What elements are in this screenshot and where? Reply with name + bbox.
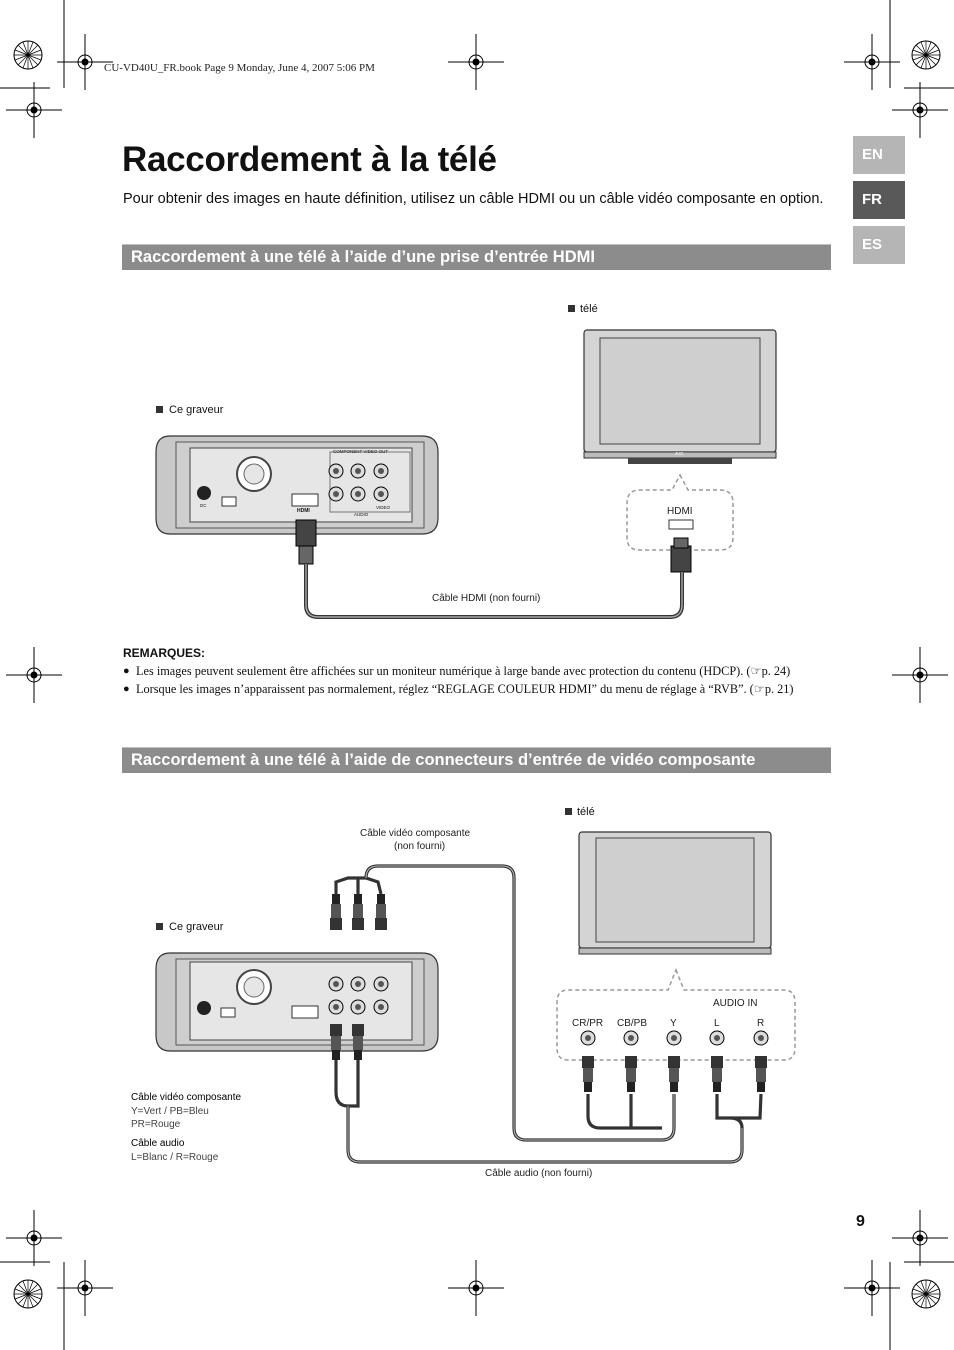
pointing-hand-icon: ☞ (750, 664, 762, 678)
remark-ref[interactable]: p. 21 (764, 682, 790, 696)
star-mark-bl (13, 1279, 43, 1309)
tv-label-component: télé (577, 806, 595, 818)
legend-component-line1: Y=Vert / PB=Bleu (131, 1106, 209, 1117)
component-cable-top-line2: (non fourni) (394, 841, 446, 852)
remarks-title: REMARQUES: (123, 646, 206, 660)
legend-audio-title: Câble audio (131, 1138, 185, 1149)
jack-label-y: Y (670, 1018, 677, 1029)
remark-text: Lorsque les images n’apparaissent pas no… (136, 682, 747, 696)
hdmi-diagram (155, 305, 777, 619)
remark-text: Les images peuvent seulement être affich… (136, 664, 744, 678)
jack-label-l: L (714, 1018, 720, 1029)
device-label-hdmi: Ce graveur (169, 404, 224, 416)
reg-mark (891, 1209, 949, 1267)
section-title-hdmi: Raccordement à une télé à l’aide d’une p… (122, 244, 831, 270)
reg-mark (56, 1259, 114, 1317)
hdmi-port-label: HDMI (667, 506, 693, 517)
intro-text: Pour obtenir des images en haute définit… (123, 191, 824, 207)
audio-in-label: AUDIO IN (713, 998, 758, 1009)
star-mark-br (911, 1279, 941, 1309)
device-label-component: Ce graveur (169, 921, 224, 933)
audio-label: AUDIO (354, 512, 369, 517)
tv-component (578, 831, 772, 955)
reg-mark (447, 33, 505, 91)
component-out-label: COMPONENT VIDEO OUT (333, 449, 389, 454)
dc-label: DC (200, 503, 207, 508)
bullet-icon: ● (123, 683, 130, 695)
tv-label-hdmi: télé (580, 303, 598, 315)
lang-tab-es[interactable]: ES (853, 226, 905, 264)
pointing-hand-icon: ☞ (753, 682, 765, 696)
legend-component-line2: PR=Rouge (131, 1119, 181, 1130)
reg-mark (5, 646, 63, 704)
reg-mark (891, 646, 949, 704)
reg-mark (843, 33, 901, 91)
legend-audio-line1: L=Blanc / R=Rouge (131, 1152, 219, 1163)
video-label: VIDEO (376, 505, 391, 510)
remark-item: ● Lorsque les images n’apparaissent pas … (123, 682, 794, 696)
section-title-component: Raccordement à une télé à l’aide de conn… (122, 747, 831, 773)
lang-tab-fr[interactable]: FR (853, 181, 905, 219)
jack-label-cr: CR/PR (572, 1018, 604, 1029)
tv-brand-logo: JVC (675, 451, 684, 456)
audio-cable-label: Câble audio (non fourni) (485, 1168, 593, 1179)
remarks-list: ● Les images peuvent seulement être affi… (123, 664, 828, 700)
reg-mark (843, 1259, 901, 1317)
bullet-icon: ● (123, 665, 130, 677)
page-title: Raccordement à la télé (122, 140, 497, 179)
burner-component (155, 952, 439, 1052)
page-number: 9 (856, 1213, 865, 1230)
star-mark-tr (911, 40, 941, 70)
star-mark-tl (13, 40, 43, 70)
tv-hdmi (583, 329, 777, 464)
lang-tab-en[interactable]: EN (853, 136, 905, 174)
hdmi-cable-label: Câble HDMI (non fourni) (432, 593, 541, 604)
reg-mark (891, 81, 949, 139)
reg-mark (5, 81, 63, 139)
remark-item: ● Les images peuvent seulement être affi… (123, 664, 791, 678)
legend-component-title: Câble vidéo composante (131, 1092, 242, 1103)
reg-mark (5, 1209, 63, 1267)
remark-ref[interactable]: p. 24 (761, 664, 787, 678)
burner-hdmi (155, 435, 439, 535)
reg-mark (56, 33, 114, 91)
jack-label-cb: CB/PB (617, 1018, 648, 1029)
component-diagram (155, 808, 796, 1164)
component-cable-top-line1: Câble vidéo composante (360, 828, 471, 839)
book-header: CU-VD40U_FR.book Page 9 Monday, June 4, … (104, 62, 375, 74)
device-hdmi-label: HDMI (297, 508, 310, 514)
reg-mark (447, 1259, 505, 1317)
jack-label-r: R (757, 1018, 765, 1029)
